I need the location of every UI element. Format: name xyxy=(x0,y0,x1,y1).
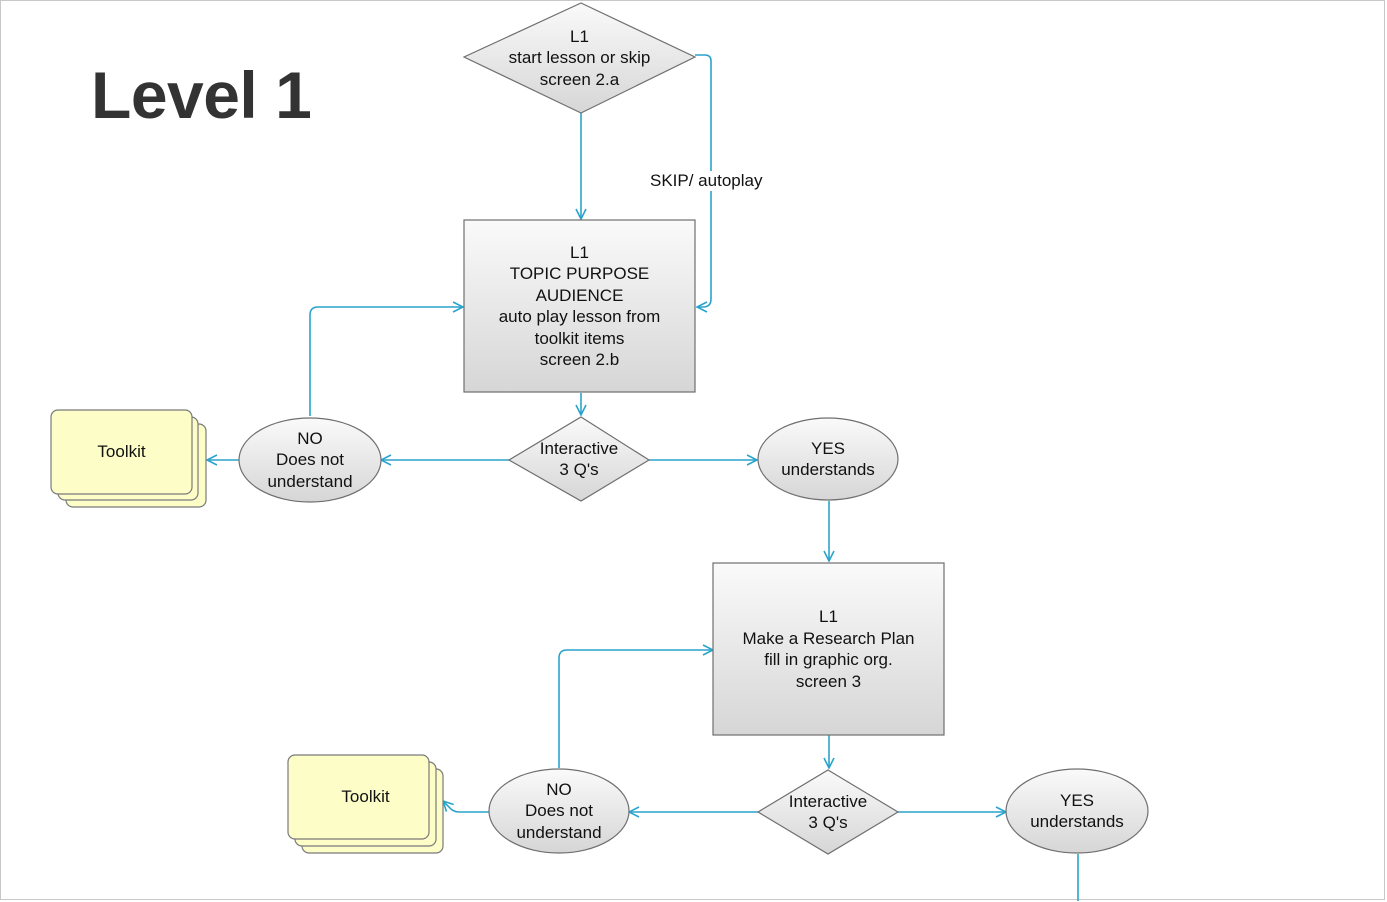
interactive-2-label: Interactive 3 Q's xyxy=(788,791,868,833)
start-decision-diamond xyxy=(462,2,697,114)
topic-box-label: L1 TOPIC PURPOSE AUDIENCE auto play less… xyxy=(498,242,661,370)
edge-no-2-to-research xyxy=(558,650,713,768)
toolkit-1-label: Toolkit xyxy=(97,442,146,462)
yes-1-label: YES understands xyxy=(781,438,875,480)
toolkit-stack-1 xyxy=(50,409,207,508)
topic-process-box xyxy=(463,219,696,393)
no-1-label: NO Does not understand xyxy=(267,428,353,491)
interactive-diamond-2 xyxy=(756,769,900,855)
edge-no-2-to-toolkit xyxy=(443,801,489,813)
edge-no-1-to-topic xyxy=(309,307,463,416)
page-title: Level 1 xyxy=(91,58,312,132)
no-ellipse-2 xyxy=(488,768,630,854)
research-box-label: L1 Make a Research Plan fill in graphic … xyxy=(742,607,915,691)
no-2-label: NO Does not understand xyxy=(516,779,602,842)
no-ellipse-1 xyxy=(238,417,382,503)
interactive-1-label: Interactive 3 Q's xyxy=(539,438,619,480)
skip-autoplay-label: SKIP/ autoplay xyxy=(649,171,764,191)
interactive-diamond-1 xyxy=(507,416,651,502)
yes-2-label: YES understands xyxy=(1030,790,1124,832)
research-process-box xyxy=(712,562,945,736)
toolkit-2-label: Toolkit xyxy=(341,787,390,807)
yes-ellipse-1 xyxy=(757,417,899,501)
start-decision-label: L1 start lesson or skip screen 2.a xyxy=(508,26,651,89)
yes-ellipse-2 xyxy=(1005,768,1149,854)
toolkit-stack-2 xyxy=(287,754,444,854)
